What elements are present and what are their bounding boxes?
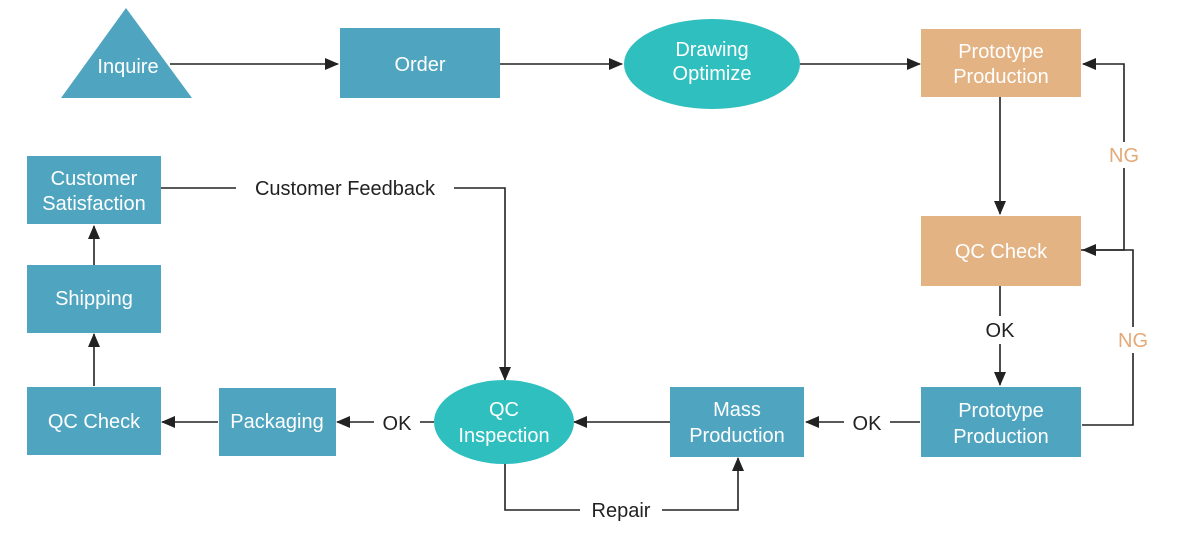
node-order: Order [340, 28, 500, 98]
node-drawing-optimize: Drawing Optimize [624, 19, 800, 109]
node-qc-check-right: QC Check [921, 216, 1081, 286]
node-customer-satisfaction: Customer Satisfaction [27, 156, 161, 224]
shipping-label: Shipping [55, 288, 133, 310]
ok-label-qc-to-prototype: OK [986, 320, 1016, 342]
ng-label-top: NG [1109, 145, 1139, 167]
packaging-shape [219, 388, 336, 456]
mass-production-shape [670, 387, 804, 457]
prototype-production-top-label-line2: Production [953, 66, 1049, 88]
drawing-optimize-label-line2: Optimize [673, 63, 752, 85]
qc-inspection-label-line1: QC [489, 399, 519, 421]
order-shape [340, 28, 500, 98]
drawing-optimize-shape [624, 19, 800, 109]
repair-label-bg [580, 497, 662, 523]
node-qc-inspection: QC Inspection [434, 380, 574, 464]
node-prototype-production-bottom: Prototype Production [921, 387, 1081, 457]
node-mass-production: Mass Production [670, 387, 804, 457]
prototype-production-bottom-label-line1: Prototype [958, 400, 1044, 422]
mass-production-label-line1: Mass [713, 399, 761, 421]
qc-check-left-shape [27, 387, 161, 455]
node-shipping: Shipping [27, 265, 161, 333]
ng-label-top-bg [1106, 142, 1142, 168]
customer-satisfaction-label-line1: Customer [51, 168, 138, 190]
node-prototype-production-top: Prototype Production [921, 29, 1081, 97]
mass-production-label-line2: Production [689, 425, 785, 447]
prototype-production-bottom-label-line2: Production [953, 426, 1049, 448]
qc-check-right-shape [921, 216, 1081, 286]
qc-inspection-shape [434, 380, 574, 464]
prototype-production-top-shape [921, 29, 1081, 97]
ok-label-mass-bg [844, 410, 890, 436]
shipping-shape [27, 265, 161, 333]
prototype-production-top-label-line1: Prototype [958, 41, 1044, 63]
qc-check-left-label: QC Check [48, 411, 141, 433]
qc-inspection-label-line2: Inspection [458, 425, 549, 447]
ok-label-inspection-to-packaging: OK [383, 413, 413, 435]
ok-label-prototype-to-mass: OK [853, 413, 883, 435]
ng-label-bottom-bg [1115, 327, 1151, 353]
drawing-optimize-label-line1: Drawing [675, 39, 748, 61]
qc-check-right-label: QC Check [955, 241, 1048, 263]
node-qc-check-left: QC Check [27, 387, 161, 455]
customer-feedback-label: Customer Feedback [255, 178, 436, 200]
ok-label-qc-bg [980, 316, 1020, 344]
ng-label-bottom: NG [1118, 330, 1148, 352]
node-inquire: Inquire [61, 8, 192, 98]
customer-satisfaction-label-line2: Satisfaction [42, 193, 145, 215]
edge-customer-feedback [161, 187, 511, 381]
node-packaging: Packaging [219, 388, 336, 456]
packaging-label: Packaging [230, 411, 323, 433]
customer-feedback-label-bg [236, 175, 454, 201]
customer-satisfaction-shape [27, 156, 161, 224]
ok-label-packaging-bg [374, 410, 420, 436]
inquire-shape [61, 8, 192, 98]
prototype-production-bottom-shape [921, 387, 1081, 457]
inquire-label: Inquire [97, 56, 158, 78]
order-label: Order [394, 54, 445, 76]
repair-label: Repair [592, 500, 651, 522]
